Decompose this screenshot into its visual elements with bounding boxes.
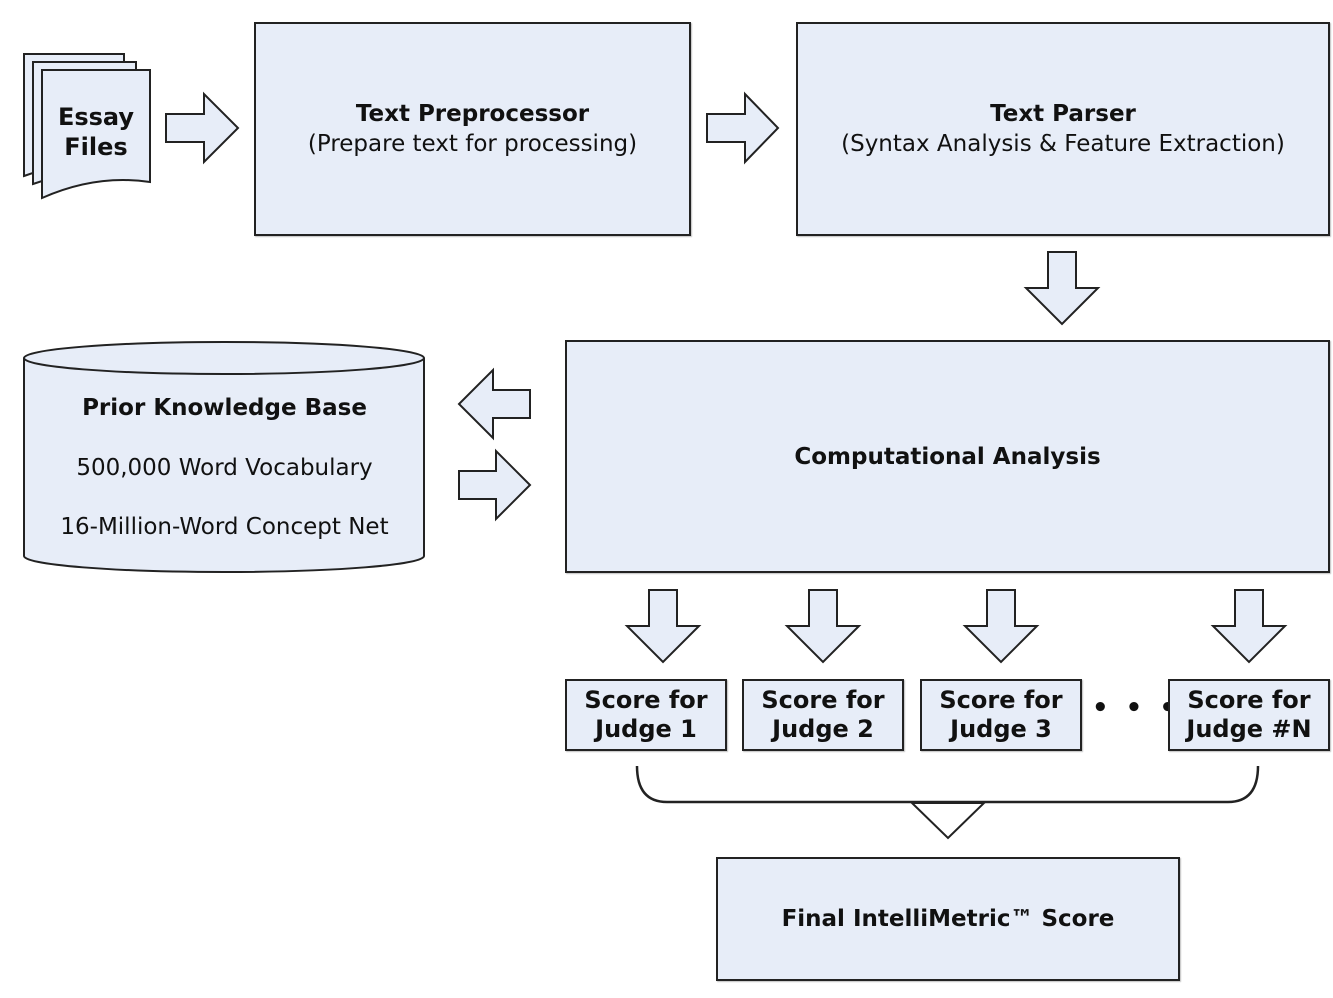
computational-analysis-title: Computational Analysis (794, 443, 1101, 470)
judge-name: Judge 3 (950, 715, 1052, 743)
judge-name: Judge #N (1186, 715, 1312, 743)
knowledge-base-cylinder-rim (23, 357, 425, 375)
judge-score-label: Score for (939, 686, 1063, 714)
text-parser-box: Text Parser (Syntax Analysis & Feature E… (796, 22, 1330, 236)
judge-score-box: Score for Judge 1 (565, 679, 727, 751)
judge-name: Judge 1 (595, 715, 697, 743)
text-preprocessor-box: Text Preprocessor (Prepare text for proc… (254, 22, 691, 236)
final-score-title: Final IntelliMetric™ Score (781, 906, 1115, 932)
arrow-down-icon (962, 589, 1040, 664)
arrow-right-icon (165, 91, 240, 165)
merge-brace (635, 765, 1260, 804)
judge-name: Judge 2 (772, 715, 874, 743)
computational-analysis-box: Computational Analysis (565, 340, 1330, 573)
judge-score-label: Score for (584, 686, 708, 714)
arrow-down-icon (1210, 589, 1288, 664)
arrow-down-icon (624, 589, 702, 664)
final-score-box: Final IntelliMetric™ Score (716, 857, 1180, 981)
essay-files-line-1: Essay (57, 103, 135, 131)
arrow-down-icon (784, 589, 862, 664)
knowledge-base-title: Prior Knowledge Base (82, 395, 367, 421)
merge-pointer-icon (909, 802, 987, 840)
judge-score-label: Score for (1187, 686, 1311, 714)
text-preprocessor-title: Text Preprocessor (355, 101, 590, 127)
arrow-left-icon (457, 367, 531, 441)
text-preprocessor-subtitle: (Prepare text for processing) (307, 131, 638, 157)
judge-score-box: Score for Judge 3 (920, 679, 1082, 751)
arrow-right-icon (706, 91, 780, 165)
essay-files-line-2: Files (64, 133, 128, 161)
essay-files-label: Essay Files (40, 102, 152, 162)
knowledge-base-vocabulary: 500,000 Word Vocabulary (76, 455, 373, 481)
text-parser-subtitle: (Syntax Analysis & Feature Extraction) (841, 131, 1285, 157)
judge-score-label: Score for (761, 686, 885, 714)
more-judges-ellipsis: • • • (1092, 693, 1180, 723)
essay-file-front (41, 69, 151, 200)
arrow-right-icon (458, 448, 532, 522)
knowledge-base-concept-net: 16-Million-Word Concept Net (60, 514, 389, 540)
arrow-down-icon (1023, 251, 1101, 326)
knowledge-base-cylinder (23, 341, 425, 573)
judge-score-box: Score for Judge #N (1168, 679, 1330, 751)
text-parser-title: Text Parser (990, 101, 1136, 127)
judge-score-box: Score for Judge 2 (742, 679, 904, 751)
